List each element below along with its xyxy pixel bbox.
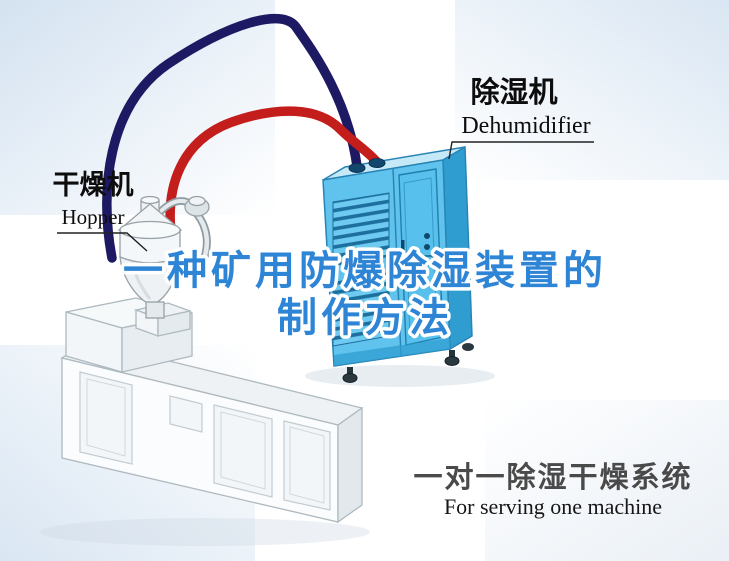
dehumidifier-leader-line xyxy=(448,141,594,160)
corner-wash-bottom-right xyxy=(485,400,729,561)
dehumidifier-label-cn: 除湿机 xyxy=(470,75,557,109)
pipe-navy xyxy=(102,13,362,263)
corner-wash-top-left xyxy=(0,0,275,215)
hopper-label-en: Hopper xyxy=(62,205,125,229)
hopper-base-box-side xyxy=(157,310,191,337)
door-handle xyxy=(401,240,405,256)
control-panel xyxy=(419,255,434,266)
extruder-end-face xyxy=(337,406,363,524)
extruder-panel-inner xyxy=(220,411,266,490)
extruder-machine xyxy=(40,297,370,546)
control-knob xyxy=(424,233,430,239)
caption-en: For serving one machine xyxy=(444,494,662,519)
caster-wheel xyxy=(462,343,474,351)
extruder-panel-inner xyxy=(86,378,126,457)
corner-wash-top-right xyxy=(455,0,729,180)
hopper-machine xyxy=(117,195,211,319)
hopper-cap-top xyxy=(140,195,160,205)
hopper-duct xyxy=(194,211,210,267)
hose-connector xyxy=(368,158,386,168)
extruder-panel xyxy=(213,404,273,498)
hopper-neck xyxy=(145,301,165,319)
extruder-panel-inner xyxy=(289,426,325,504)
caption-cn: 一对一除湿干燥系统 xyxy=(413,460,692,494)
caster-wheel xyxy=(444,356,460,366)
hopper-motor-cap xyxy=(188,195,206,207)
hopper-label-cn: 干燥机 xyxy=(53,170,134,201)
dehumidifier-label-en: Dehumidifier xyxy=(461,113,590,139)
extruder-small-panel xyxy=(169,395,203,433)
title-line-2: 制作方法 xyxy=(277,295,453,341)
caster-wheel xyxy=(342,373,358,383)
front-panel-divider xyxy=(392,167,402,357)
hopper-body-rim xyxy=(119,220,181,240)
extruder-panel xyxy=(79,371,133,465)
caster-stem xyxy=(347,367,353,376)
hose-connector xyxy=(348,163,366,173)
caster-stem xyxy=(449,350,455,359)
extruder-shadow xyxy=(40,518,370,546)
vent-gap-strip xyxy=(333,257,389,281)
pipe-red xyxy=(165,106,381,245)
control-knob xyxy=(424,244,430,250)
funnel-shading xyxy=(130,261,152,300)
dehumidifier-base-strip xyxy=(334,338,450,366)
extruder-panel xyxy=(283,420,331,511)
door-inner-line xyxy=(403,177,438,338)
hopper-leader-line xyxy=(57,232,148,252)
dehumidifier-machine xyxy=(305,145,495,387)
dehumidifier-shadow xyxy=(305,365,495,387)
title-line-1: 一种矿用防爆除湿装置的 xyxy=(123,248,607,294)
